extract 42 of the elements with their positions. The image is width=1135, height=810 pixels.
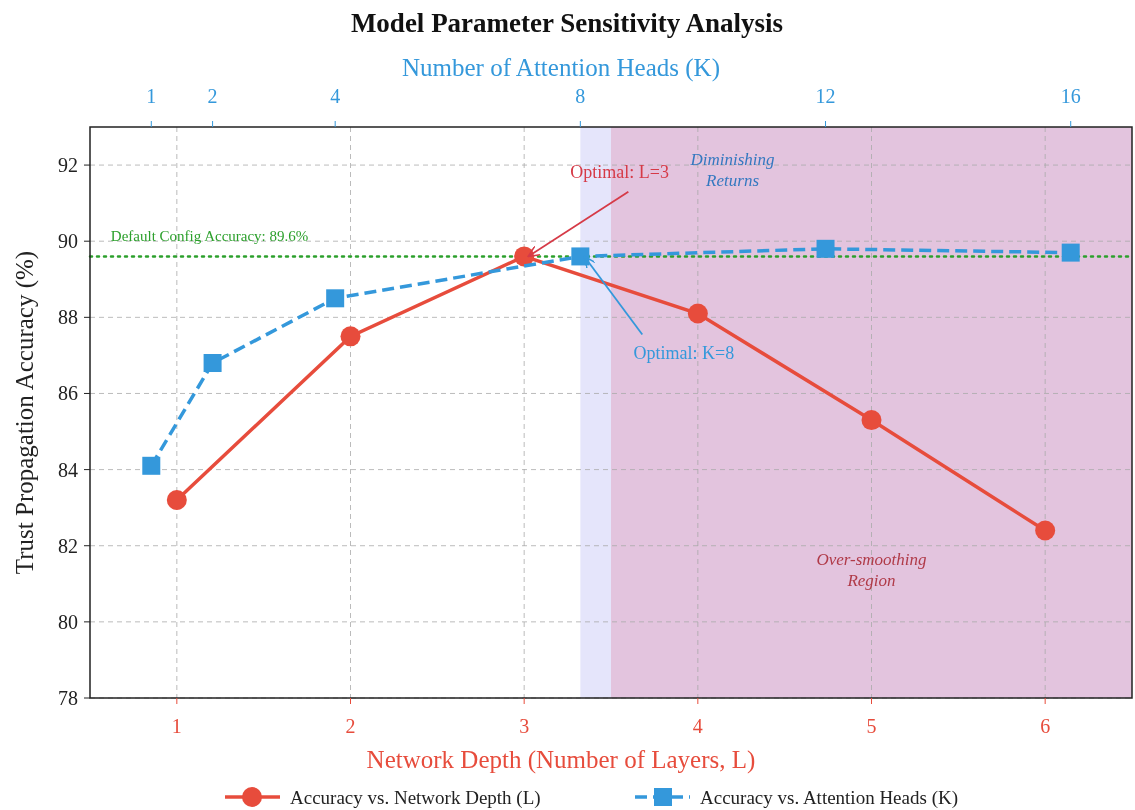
- point: [1035, 520, 1056, 541]
- tick-label: 2: [207, 85, 218, 107]
- point: [142, 456, 161, 475]
- axis-title: Number of Attention Heads (K): [402, 54, 720, 81]
- point: [687, 303, 708, 324]
- tick-label: 88: [58, 306, 78, 329]
- tick-label: 6: [1040, 715, 1051, 737]
- tick-label: 4: [692, 715, 703, 737]
- point: [166, 490, 187, 511]
- tick-label: 8: [575, 85, 586, 107]
- annotation-label: Optimal: K=8: [633, 343, 735, 364]
- tick-label: 80: [58, 610, 78, 633]
- point: [1061, 243, 1080, 262]
- tick-label: 82: [58, 534, 78, 557]
- tick-label: 16: [1060, 85, 1081, 107]
- legend-label: Accuracy vs. Network Depth (L): [290, 787, 541, 808]
- axis-title: Trust Propagation Accuracy (%): [11, 250, 38, 575]
- tick-label: 90: [58, 230, 78, 253]
- point: [203, 354, 222, 373]
- point: [571, 247, 590, 266]
- point: [861, 410, 882, 431]
- tick-label: 92: [58, 154, 78, 177]
- tick-label: 78: [58, 687, 78, 709]
- chart-title: Model Parameter Sensitivity Analysis: [350, 8, 784, 38]
- point: [340, 326, 361, 347]
- tick-label: 4: [330, 85, 341, 107]
- tick-label: 84: [58, 458, 78, 481]
- axis-title: Network Depth (Number of Layers, L): [366, 746, 756, 773]
- point: [816, 239, 835, 258]
- annotation-label: Optimal: L=3: [570, 162, 669, 183]
- tick-label: 1: [146, 85, 157, 107]
- tick-label: 86: [58, 382, 78, 405]
- tick-label: 2: [345, 715, 356, 737]
- legend-label: Accuracy vs. Attention Heads (K): [700, 787, 958, 808]
- tick-label: 3: [519, 715, 530, 737]
- point: [326, 289, 345, 308]
- annotation-label: Over-smoothing Region: [816, 549, 927, 590]
- tick-label: 5: [866, 715, 877, 737]
- annotation-label: Diminishing Returns: [690, 150, 775, 191]
- tick-label: 1: [171, 715, 182, 737]
- tick-label: 12: [815, 85, 836, 107]
- reference-label: Default Config Accuracy: 89.6%: [110, 228, 309, 245]
